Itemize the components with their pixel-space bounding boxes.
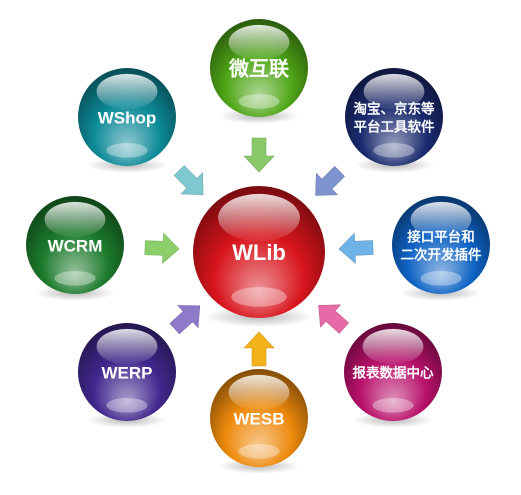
ball-highlight	[228, 24, 290, 61]
node-api-platform-label: 二次开发插件	[401, 247, 482, 263]
node-werp: WERP	[78, 323, 176, 428]
node-api-platform-label: 接口平台和	[407, 228, 475, 244]
arrow-weihulian	[243, 137, 275, 173]
node-weihulian-label: 微互联	[228, 56, 289, 80]
ball-reflection	[231, 286, 287, 307]
arrow-icon	[338, 232, 374, 264]
arrow-icon	[173, 165, 204, 196]
ball-highlight	[96, 328, 158, 365]
ball-highlight	[410, 201, 472, 238]
node-taobao-jd-label: 平台工具软件	[354, 119, 435, 135]
node-report-center-label: 报表数据中心	[353, 365, 434, 381]
arrow-wshop	[173, 165, 204, 196]
ball-reflection	[106, 142, 148, 158]
ball-reflection	[106, 397, 148, 413]
node-report-center: 报表数据中心	[344, 323, 442, 428]
ball-highlight	[44, 201, 106, 238]
ball-highlight	[362, 328, 424, 365]
ball-highlight	[218, 193, 300, 242]
arrow-icon	[144, 232, 180, 265]
arrow-wesb	[243, 331, 275, 367]
ball-highlight	[96, 73, 158, 110]
ball-highlight	[228, 374, 290, 411]
arrow-werp	[169, 305, 201, 335]
node-werp-label: WERP	[102, 363, 153, 382]
arrow-icon	[169, 305, 201, 335]
arrow-icon	[318, 304, 350, 334]
arrow-taobao-jd	[315, 166, 345, 196]
arrows	[144, 137, 374, 367]
node-wshop: WShop	[78, 68, 176, 173]
hub-wlib-label: WLib	[232, 240, 286, 265]
node-taobao-jd-label: 淘宝、京东等	[354, 100, 435, 116]
node-weihulian: 微互联	[210, 19, 308, 124]
arrow-icon	[243, 137, 275, 173]
ball-reflection	[420, 270, 462, 286]
arrow-icon	[243, 331, 275, 367]
node-wesb: WESB	[210, 369, 308, 474]
ball-highlight	[363, 73, 425, 110]
node-wcrm-label: WCRM	[48, 236, 103, 255]
node-wshop-label: WShop	[98, 108, 157, 127]
arrow-report-center	[318, 304, 350, 334]
arrow-wcrm	[144, 232, 180, 265]
ball-reflection	[54, 270, 96, 286]
ball-reflection	[372, 397, 414, 413]
ball-reflection	[238, 443, 280, 459]
hub-wlib: WLib	[193, 186, 325, 328]
node-wesb-label: WESB	[234, 409, 285, 428]
node-wcrm: WCRM	[26, 196, 124, 301]
ball-reflection	[238, 93, 280, 109]
ball-reflection	[373, 142, 415, 158]
arrow-api-platform	[338, 232, 374, 264]
arrow-icon	[315, 166, 345, 196]
